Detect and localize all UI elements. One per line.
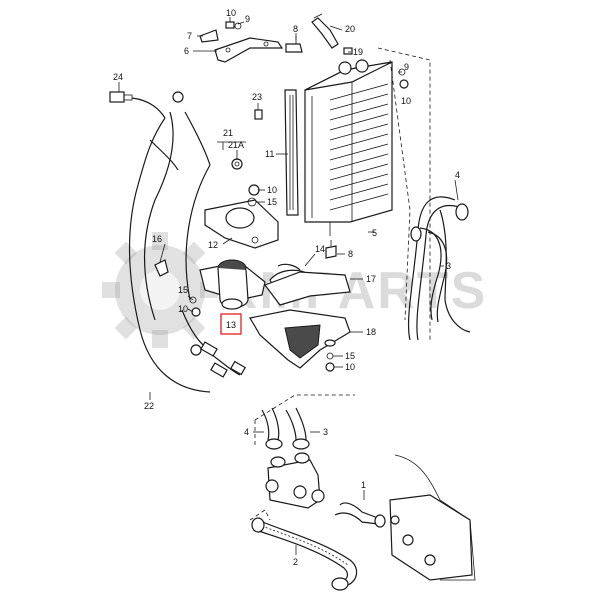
callout-22: 22 [144, 401, 154, 411]
part-4-pipe-lower [261, 407, 283, 450]
callout-11: 11 [265, 149, 274, 159]
callout-14: 14 [315, 244, 325, 254]
callout-1: 1 [361, 480, 366, 490]
leader-lines [118, 17, 459, 555]
part-11-seal-strip [284, 89, 299, 216]
part-15-10-nuts-left [189, 296, 201, 317]
part-10-9-nut-right [398, 68, 409, 89]
part-7-clip [199, 29, 219, 43]
part-13-highlight-box [220, 313, 242, 335]
callout-7: 7 [187, 31, 192, 41]
callout-10b: 10 [401, 96, 411, 106]
part-18-cover [249, 309, 351, 369]
callout-8a: 8 [293, 24, 298, 34]
part-15-10-nuts-lower [325, 352, 335, 372]
part-1-pipe [334, 502, 386, 528]
part-17-heat-shield [264, 271, 351, 306]
callout-10e: 10 [345, 362, 355, 372]
part-3-oil-line-upper [410, 226, 448, 323]
part-10-9-nut-top [225, 21, 242, 30]
part-23-plug [254, 109, 263, 120]
callout-13-highlighted: 13 [226, 320, 236, 330]
part-22-wiring-harness [128, 111, 247, 393]
part-13-thermostat [199, 259, 266, 310]
part-6-bracket [214, 37, 284, 63]
callout-labels: 10 9 7 6 8 20 19 9 10 24 23 21 21A 11 10… [113, 8, 460, 567]
part-16-clip [154, 259, 169, 277]
callout-9b: 9 [404, 62, 409, 72]
callout-23: 23 [252, 92, 262, 102]
part-2-braided-hose [251, 517, 358, 591]
part-24-connector [109, 91, 184, 119]
part-20-sensor [311, 13, 339, 49]
cooler-dashed-outline [377, 47, 431, 340]
callout-18: 18 [366, 327, 376, 337]
callout-17: 17 [366, 274, 376, 284]
callout-10a: 10 [226, 8, 236, 18]
part-3-pipe-lower [285, 407, 310, 450]
callout-10c: 10 [267, 185, 277, 195]
part-8-bolt-top [285, 36, 303, 53]
callout-3b: 3 [323, 427, 328, 437]
cooler-fins [329, 83, 389, 211]
watermark: RMPARTS [102, 232, 485, 348]
callout-19: 19 [353, 47, 363, 57]
callout-21: 21 [223, 128, 233, 138]
callout-4a: 4 [455, 170, 460, 180]
watermark-gear-icon [102, 232, 218, 348]
callout-9a: 9 [245, 14, 250, 24]
part-4-oil-line-upper [407, 196, 471, 341]
callout-10d: 10 [178, 304, 188, 314]
part-21a-grommet [231, 158, 243, 170]
callout-21a: 21A [228, 140, 244, 150]
callout-20: 20 [345, 24, 355, 34]
callout-15c: 15 [345, 351, 355, 361]
engine-housing [389, 454, 476, 581]
lower-fitting-block [265, 452, 325, 509]
part-12-mounting-bracket [204, 199, 279, 249]
callout-4b: 4 [244, 427, 249, 437]
part-8-bolt-mid [325, 240, 337, 259]
callout-8b: 8 [348, 249, 353, 259]
callout-16: 16 [152, 234, 162, 244]
callout-5: 5 [372, 228, 377, 238]
callout-2: 2 [293, 557, 298, 567]
part-19-bolt [343, 47, 353, 55]
lower-dashed-guides [249, 394, 355, 521]
callout-6: 6 [184, 46, 189, 56]
callout-15a: 15 [267, 197, 277, 207]
callout-15b: 15 [178, 285, 188, 295]
callout-12: 12 [208, 240, 218, 250]
callout-24: 24 [113, 72, 123, 82]
part-5-oil-cooler [304, 59, 393, 236]
callout-3a: 3 [446, 261, 451, 271]
